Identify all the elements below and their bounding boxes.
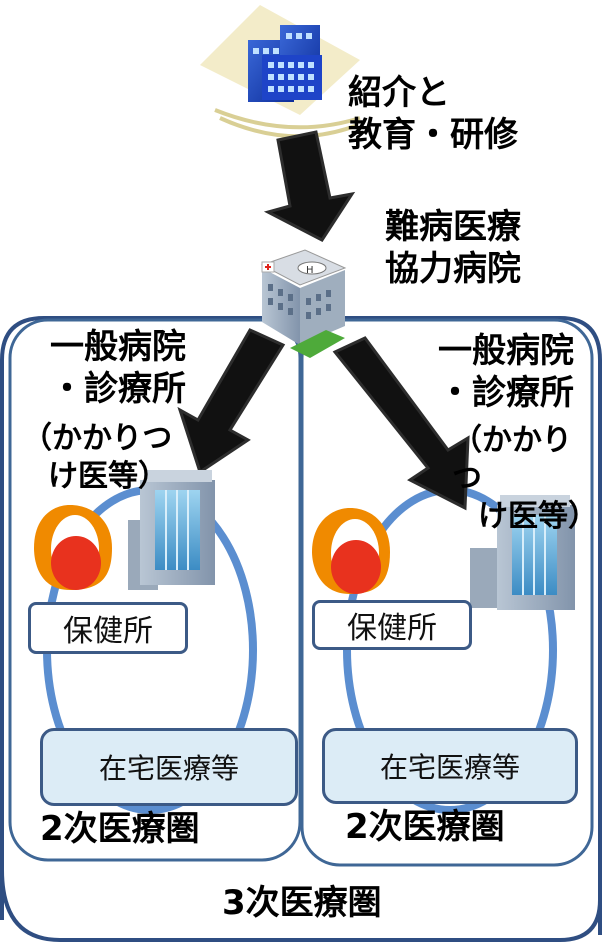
right-health-center-box: 保健所	[312, 600, 472, 650]
right-home-care-box: 在宅医療等	[322, 728, 578, 804]
right-family-doctor-label: （かかりつ け医等）	[452, 422, 602, 536]
right-secondary-zone	[300, 318, 594, 867]
left-health-center-box: 保健所	[28, 602, 188, 654]
left-secondary-zone	[8, 318, 302, 862]
hospital-icon: H	[260, 249, 347, 358]
clinic-building-icon	[128, 470, 215, 590]
tertiary-zone-label: 3次医療圏	[222, 883, 382, 923]
referral-education-label: 紹介と 教育・研修	[348, 72, 518, 156]
intractable-hospital-label: 難病医療 協力病院	[385, 206, 521, 290]
arrow-to-right-zone	[332, 336, 470, 511]
left-general-hospital-label: 一般病院 ・診療所	[50, 326, 186, 410]
clinic-building-icon	[470, 495, 575, 610]
label-line: ・診療所	[438, 373, 574, 413]
health-center-logo-icon	[312, 508, 390, 594]
right-general-hospital-label: 一般病院 ・診療所	[438, 330, 574, 414]
office-building-icon	[200, 5, 361, 139]
label-line: 難病医療	[385, 207, 521, 247]
health-center-text: 保健所	[63, 614, 153, 649]
label-line: 紹介と	[348, 73, 450, 113]
health-center-logo-icon	[34, 505, 112, 590]
home-care-text: 在宅医療等	[98, 752, 239, 785]
left-family-doctor-label: （かかりつ け医等）	[22, 420, 172, 496]
right-secondary-zone-label: 2次医療圏	[345, 807, 505, 847]
label-line: け医等）	[478, 499, 598, 534]
left-secondary-zone-label: 2次医療圏	[40, 809, 200, 849]
left-home-care-box: 在宅医療等	[40, 728, 298, 806]
health-center-text: 保健所	[347, 611, 437, 646]
label-line: け医等）	[48, 459, 168, 494]
label-line: （かかりつ	[452, 423, 572, 496]
arrow-to-left-zone	[177, 328, 286, 475]
label-line: ・診療所	[50, 369, 186, 409]
label-line: （かかりつ	[22, 421, 173, 456]
referral-arrow-down	[263, 130, 356, 242]
label-line: 一般病院	[438, 331, 574, 371]
label-line: 教育・研修	[348, 115, 518, 155]
svg-text:H: H	[306, 265, 314, 276]
label-line: 一般病院	[50, 327, 186, 367]
home-care-text: 在宅医療等	[379, 751, 520, 784]
label-line: 協力病院	[385, 249, 521, 289]
